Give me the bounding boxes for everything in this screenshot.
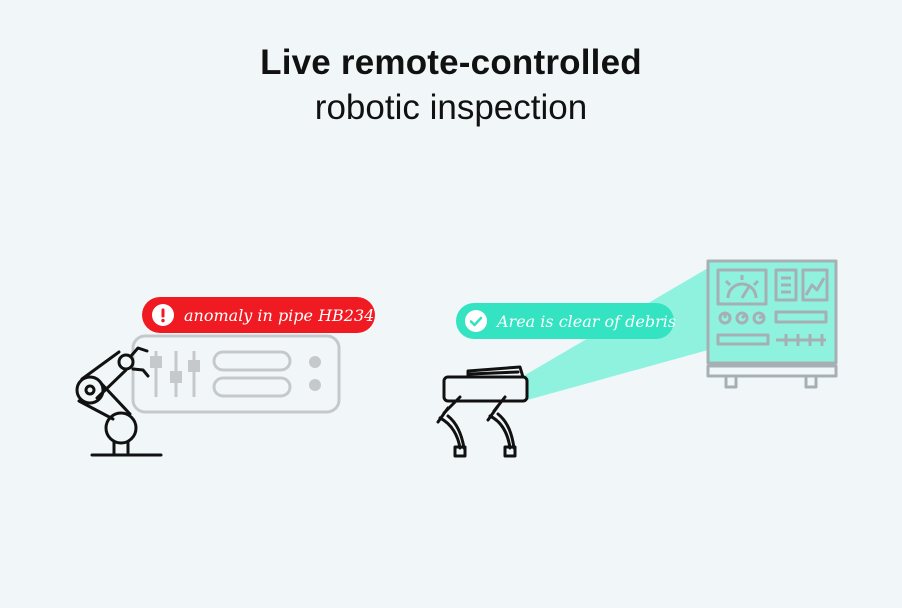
panel-slider-knobs	[150, 356, 321, 391]
clear-status-text: Area is clear of debris	[497, 311, 677, 331]
robot-arm-icon	[75, 346, 163, 457]
clear-status-badge: Area is clear of debris	[456, 303, 677, 339]
equipment-console-icon	[706, 259, 838, 389]
title-line-2: robotic inspection	[314, 88, 588, 127]
title-line-1: Live remote-controlled	[260, 43, 642, 82]
page-title: Live remote-controlled robotic inspectio…	[0, 40, 902, 130]
robot-dog-icon	[436, 365, 529, 458]
check-icon	[465, 310, 487, 332]
exclamation-icon	[152, 304, 174, 326]
control-panel-icon	[131, 334, 341, 414]
anomaly-alert-text: anomaly in pipe HB234	[184, 305, 375, 325]
anomaly-alert-badge: anomaly in pipe HB234	[142, 297, 375, 333]
